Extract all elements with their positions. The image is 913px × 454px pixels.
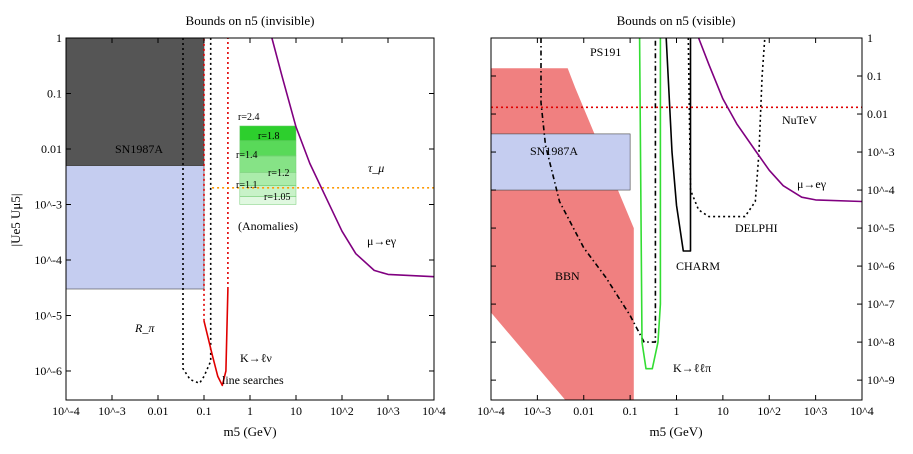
y-tick-label: 1	[56, 31, 62, 45]
right-label-mueg: μ→eγ	[797, 177, 827, 191]
right-label-sn1987a: SN1987A	[530, 144, 578, 158]
left-label-mueg: μ→eγ	[367, 234, 397, 248]
band-label-r1-8: r=1.8	[258, 131, 279, 142]
region-bbn	[491, 68, 634, 400]
right-label-charm: CHARM	[676, 259, 720, 273]
x-tick-label: 0.1	[197, 404, 212, 418]
y-tick-label: 0.01	[41, 142, 62, 156]
left-label-line-searches: line searches	[222, 373, 284, 387]
x-tick-label: 10^3	[804, 404, 828, 418]
y-tick-label: 10^-7	[867, 297, 895, 311]
y-tick-label: 10^-9	[867, 373, 895, 387]
right-title: Bounds on n5 (visible)	[617, 13, 736, 28]
left-label-anomalies: (Anomalies)	[238, 219, 298, 233]
right-label-bbn: BBN	[555, 269, 580, 283]
x-tick-label: 10^-4	[477, 404, 505, 418]
right-label-nutev: NuTeV	[782, 113, 817, 127]
y-tick-label: 10^-3	[34, 197, 62, 211]
region-sn1987a	[66, 38, 205, 167]
series-line	[665, 38, 692, 252]
y-tick-label: 0.01	[867, 107, 888, 121]
y-tick-label: 1	[867, 31, 873, 45]
left-panel: Bounds on n5 (invisible) 10^-4 10^-3 0.01 0…	[8, 13, 446, 439]
region-sn1987a	[66, 165, 205, 290]
y-tick-label: 10^-8	[867, 335, 895, 349]
x-tick-label: 1	[247, 404, 253, 418]
band-label-r1-05: r=1.05	[264, 192, 290, 203]
band-label-r1-2: r=1.2	[268, 168, 289, 179]
x-tick-label: 10	[717, 404, 729, 418]
right-regions	[491, 68, 634, 400]
left-label-sn1987a: SN1987A	[115, 142, 163, 156]
left-label-klv: K→ℓν	[240, 351, 272, 365]
series-line	[638, 38, 662, 370]
series-line	[697, 38, 862, 203]
right-label-ps191: PS191	[590, 45, 621, 59]
y-tick-label: 10^-6	[34, 364, 62, 378]
anomaly-band	[239, 196, 297, 205]
right-label-delphi: DELPHI	[735, 221, 778, 235]
band-label-r1-1: r=1.1	[236, 180, 257, 191]
x-tick-label: 10^2	[330, 404, 354, 418]
left-label-tau: τ_μ	[368, 161, 384, 175]
x-tick-label: 10^-3	[98, 404, 126, 418]
x-tick-label: 10^-3	[524, 404, 552, 418]
left-curves	[182, 38, 434, 387]
left-regions	[66, 38, 205, 290]
series-line	[203, 288, 229, 387]
left-ticks: 10^-4 10^-3 0.01 0.1 1 10 10^2 10^3 10^4 1 0.1 0.01…	[34, 31, 445, 418]
y-tick-label: 10^-4	[34, 253, 62, 267]
left-anomaly-bands	[239, 125, 297, 205]
y-tick-label: 10^-5	[34, 308, 62, 322]
y-tick-label: 0.1	[867, 69, 882, 83]
x-tick-label: 0.01	[148, 404, 169, 418]
x-tick-label: 0.01	[573, 404, 594, 418]
x-tick-label: 10	[290, 404, 302, 418]
series-line	[687, 38, 766, 218]
left-label-rpi: R_π	[134, 321, 155, 335]
left-ylabel: |Ue5 Uμ5|	[8, 194, 23, 247]
y-tick-label: 10^-3	[867, 145, 895, 159]
y-tick-label: 10^-6	[867, 259, 895, 273]
region-sn1987a	[491, 133, 631, 191]
x-tick-label: 10^-4	[52, 404, 80, 418]
right-label-klp: K→ℓℓπ	[673, 361, 711, 375]
x-tick-label: 0.1	[623, 404, 638, 418]
x-tick-label: 10^4	[850, 404, 874, 418]
band-label-r2-4: r=2.4	[238, 112, 259, 123]
right-curves	[491, 38, 862, 370]
x-tick-label: 10^2	[757, 404, 781, 418]
y-tick-label: 0.1	[47, 86, 62, 100]
left-xlabel: m5 (GeV)	[223, 424, 276, 439]
series-line	[271, 38, 434, 278]
right-xlabel: m5 (GeV)	[649, 424, 702, 439]
right-ticks: 10^-4 10^-3 0.01 0.1 1 10 10^2 10^3 10^4 1 0.1 0.01…	[477, 31, 894, 418]
right-panel: Bounds on n5 (visible) 10^-4 10^-3 0.01 0.1…	[477, 13, 894, 439]
x-tick-label: 1	[674, 404, 680, 418]
x-tick-label: 10^4	[422, 404, 446, 418]
left-title: Bounds on n5 (invisible)	[186, 13, 315, 28]
y-tick-label: 10^-5	[867, 221, 895, 235]
series-line	[182, 38, 212, 385]
y-tick-label: 10^-4	[867, 183, 895, 197]
x-tick-label: 10^3	[376, 404, 400, 418]
band-label-r1-4: r=1.4	[236, 150, 257, 161]
